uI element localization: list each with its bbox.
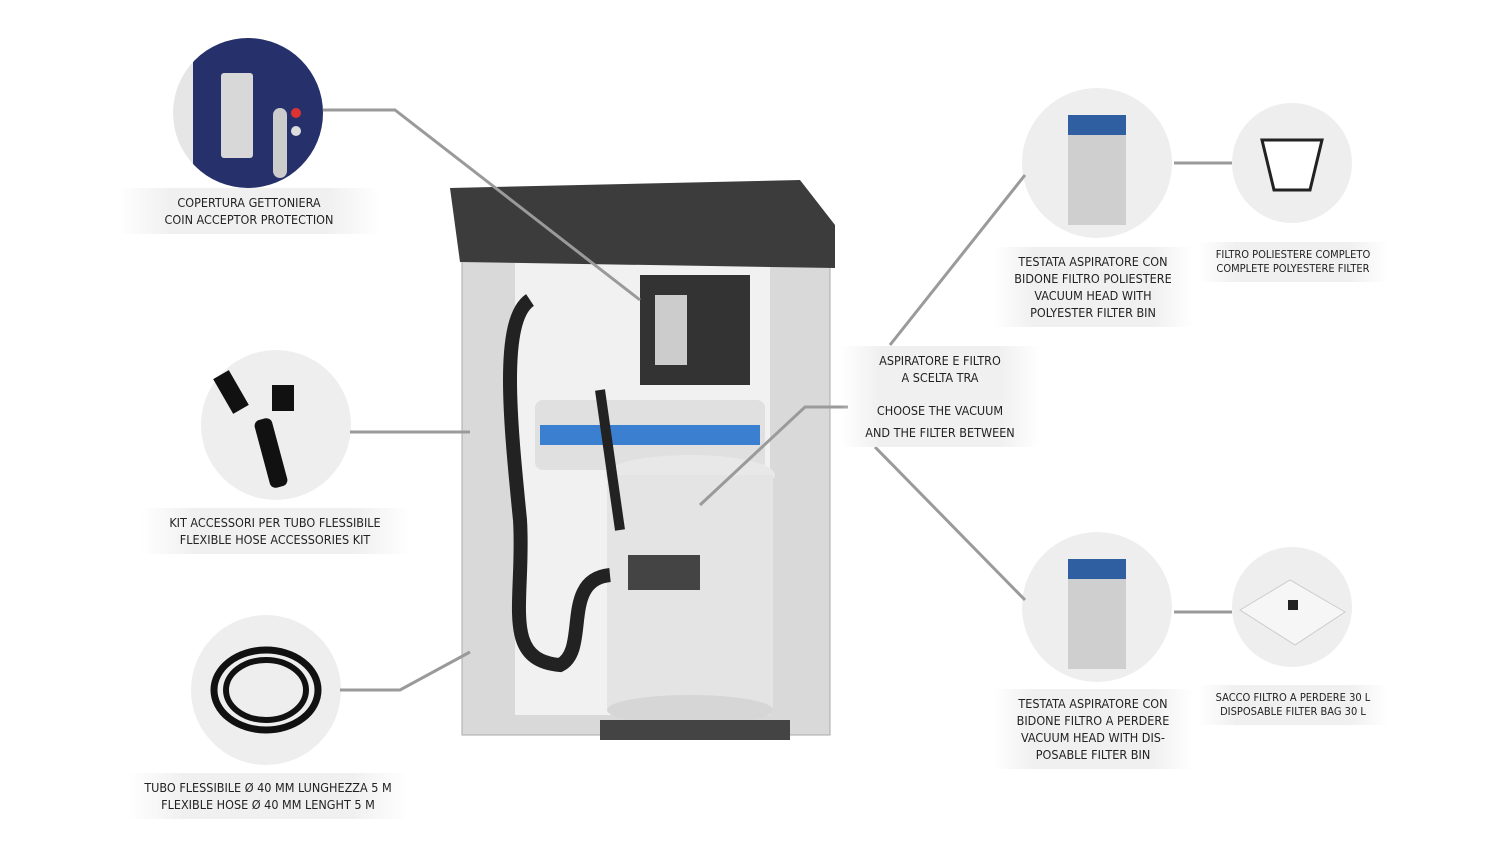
label-en: CHOOSE THE VACUUM (876, 403, 1004, 418)
label-line: POLYESTER FILTER BIN (1030, 305, 1156, 320)
head-disposable-label: TESTATA ASPIRATORE CON BIDONE FILTRO A P… (993, 689, 1193, 769)
label-it: ASPIRATORE E FILTRO (879, 353, 1001, 368)
coin-acceptor-image (173, 38, 323, 188)
product-glyphs (210, 115, 1346, 734)
label-it: FILTRO POLIESTERE COMPLETO (1215, 248, 1371, 261)
filter-bag-label: SACCO FILTRO A PERDERE 30 l DISPOSABLE F… (1198, 685, 1388, 725)
coin-acceptor-label: COPERTURA GETTONIERA COIN ACCEPTOR PROTE… (118, 188, 380, 234)
hose-label: TUBO FLESSIBILE Ø 40 mm LUNGHEZZA 5 m FL… (128, 773, 408, 819)
label-en: FLEXIBLE HOSE Ø 40 mm LENGHT 5 m (161, 797, 375, 812)
label-en: AND THE FILTER BETWEEN (865, 425, 1015, 440)
label-line: POSABLE FILTER BIN (1035, 747, 1151, 762)
label-line: TESTATA ASPIRATORE CON (1018, 696, 1168, 711)
head-polyester-label: TESTATA ASPIRATORE CON BIDONE FILTRO POL… (993, 247, 1193, 327)
leader-lines (323, 108, 1232, 692)
label-it: TUBO FLESSIBILE Ø 40 mm LUNGHEZZA 5 m (144, 780, 392, 795)
label-en: COIN ACCEPTOR PROTECTION (164, 212, 334, 227)
label-it: KIT ACCESSORI PER TUBO FLESSIBILE (169, 515, 381, 530)
label-line: BIDONE FILTRO POLIESTERE (1014, 271, 1172, 286)
label-en: FLEXIBLE HOSE ACCESSORIES KIT (179, 532, 371, 547)
label-it: SACCO FILTRO A PERDERE 30 l (1215, 691, 1371, 704)
label-en: COMPLETE POLYESTERE FILTER (1216, 262, 1370, 275)
choice-label: ASPIRATORE E FILTRO A SCELTA TRA CHOOSE … (840, 346, 1040, 447)
vacuum-station-machine (450, 180, 835, 740)
polyester-filter-label: FILTRO POLIESTERE COMPLETO COMPLETE POLY… (1198, 242, 1388, 282)
label-line: BIDONE FILTRO A PERDERE (1016, 713, 1170, 728)
label-en: DISPOSABLE FILTER BAG 30 l (1220, 705, 1366, 718)
label-it: COPERTURA GETTONIERA (177, 195, 321, 210)
label-line: VACUUM HEAD WITH (1034, 288, 1152, 303)
label-line: VACUUM HEAD WITH DIS- (1021, 730, 1165, 745)
label-it: A SCELTA TRA (901, 370, 979, 385)
label-line: TESTATA ASPIRATORE CON (1018, 254, 1168, 269)
accessories-label: KIT ACCESSORI PER TUBO FLESSIBILE FLEXIB… (140, 508, 410, 554)
